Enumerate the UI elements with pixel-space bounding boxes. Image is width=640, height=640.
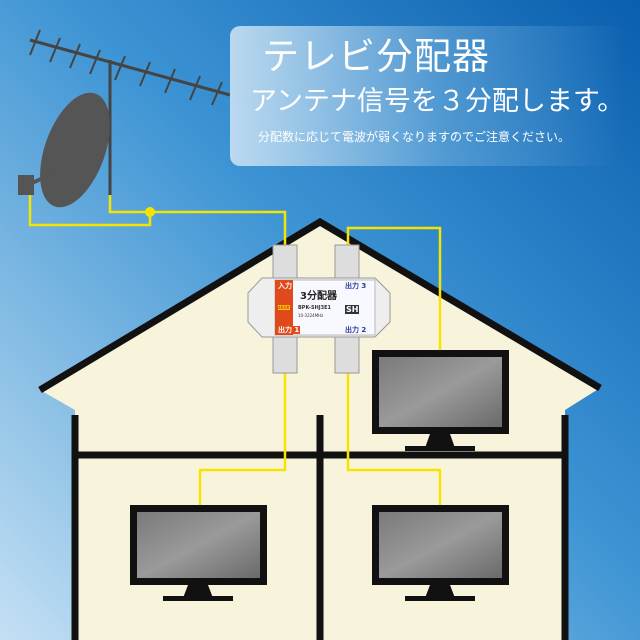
splitter-name: 3分配器 [300,291,337,302]
input-label: 入力 [277,282,293,290]
cables [28,195,442,505]
subtitle: アンテナ信号を３分配します。 [250,86,625,117]
antenna-icon [29,29,231,195]
model-number: BPK-SHJ3E1 [298,305,332,311]
output2-label: 出力 2 [345,326,367,334]
satellite-dish-icon [18,92,110,208]
tv-lower-left [130,505,267,601]
output3-label: 出力 3 [345,282,367,290]
title-banner [230,26,620,166]
page-title: テレビ分配器 [262,35,490,78]
tv-upper-right [372,350,509,451]
caution-note: 分配数に応じて電波が弱くなりますのでご注意ください。 [258,130,571,144]
output1-label: 出力 1 [277,326,301,334]
tv-lower-right [372,505,509,601]
4k8k-badge: 4K8K [278,305,290,310]
frequency-range: 10-3224MHz [298,313,324,318]
sh-badge: SH [345,305,360,314]
cable-joint [145,207,155,217]
